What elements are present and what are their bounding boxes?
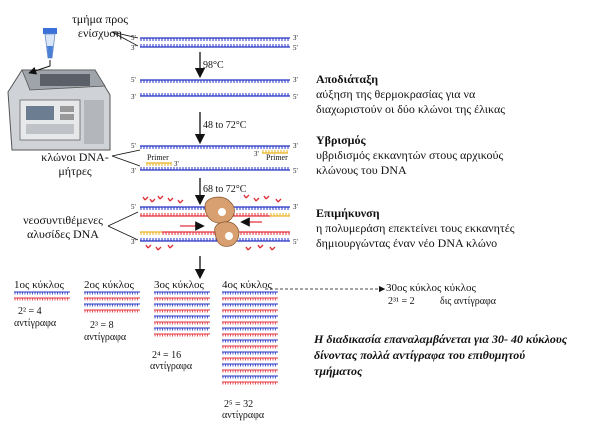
dna-strand-top [140,79,290,83]
cycle-3-copies-grid [154,291,210,337]
strand-end-label: 3' [254,150,259,158]
strand-end-label: 5' [293,238,298,246]
cycle-30-label: 30ος κύκλος κύκλος [386,282,476,294]
cycle-3-label: 3ος κύκλος [154,279,204,291]
cycle-1-formula: 2² = 4 [18,306,42,317]
summary-line-1: Η διαδικασία επαναλαμβάνεται για 30- 40 … [314,332,568,346]
primer-strand [270,213,290,217]
dna-strand-bottom [140,93,290,97]
strand-end-label: 5' [131,34,136,42]
strand-end-label: 3' [131,238,136,246]
cycle-1-label: 1ος κύκλος [14,279,64,291]
summary-line-3: τμήματος [314,364,363,378]
step-desc: η πολυμεράση επεκτείνει τους εκκανητές [316,221,515,235]
cycle-2-copies-grid [84,291,140,313]
strand-end-label: 3' [293,34,298,42]
cycle-4-copies: αντίγραφα [222,410,265,421]
strand-end-label: 5' [131,76,136,84]
primer-label: Primer [147,153,169,162]
summary-line-2: δίνοντας πολλά αντίγραφα του επιθυμητού [314,348,526,362]
strand-end-label: 3' [293,76,298,84]
dna-strand-bottom [140,44,290,48]
cycle-1-copies: αντίγραφα [14,318,57,329]
step-desc: δημιουργώντας έναν νέο DNA κλώνο [316,236,498,250]
new-dna-strand [140,213,270,217]
label-target-segment: τμήμα προς ενίσχυση [71,12,129,40]
strand-end-label: 3' [131,167,136,175]
step-desc: διαχωριστούν οι δύο κλώνοι της έλικας [316,102,506,116]
strand-end-label: 5' [293,93,298,101]
strand-end-label: 5' [131,142,136,150]
step-desc: υβριδισμός εκκανητών στους αρχικούς [316,148,504,162]
primer-strand [146,162,172,166]
label-new-strands: νεοσυντιθέμενες αλυσίδες DNA [23,213,103,241]
step-desc: κλώνους του DNA [316,163,407,177]
dna-strand-bottom [140,238,290,242]
strand-end-label: 5' [293,167,298,175]
primer-strand [262,150,288,154]
primer-strand [140,231,162,235]
extension-direction-arrows [180,217,262,231]
temp-label-1: 98°C [203,60,224,71]
step-title-denaturation: Αποδιάταξη [316,72,379,86]
strand-end-label: 3' [293,203,298,211]
test-tube-icon [43,28,57,59]
temp-label-2: 48 to 72°C [203,120,247,131]
step-title-extension: Επιμήκυνση [316,206,380,220]
label-parent-strands: κλώνοι DNA-μήτρες [41,150,109,178]
cycle-4-formula: 2⁵ = 32 [224,399,254,410]
dna-strand-top [140,145,290,149]
cycle-4-copies-grid [222,291,278,385]
cycle-2-formula: 2³ = 8 [90,320,114,331]
cycle-30-formula: 2³¹ = 2 [388,296,415,307]
dna-strand-top [140,37,290,41]
cycle-3-copies: αντίγραφα [150,361,193,372]
step-desc: αύξηση της θερμοκρασίας για να [316,87,476,101]
strand-end-label: 3' [174,160,179,168]
cycle-30-copies: δις αντίγραφα [440,296,496,307]
cycle-4-label: 4ος κύκλος [222,279,272,291]
temp-label-3: 68 to 72°C [203,184,247,195]
polymerase-enzyme-icon [214,221,240,247]
cycle-2-label: 2ος κύκλος [84,279,134,291]
dna-strand-bottom [140,167,290,171]
strand-end-label: 3' [131,93,136,101]
polymerase-enzyme-icon [204,196,235,224]
strand-end-label: 3' [131,44,136,52]
cycle-1-copies-grid [14,291,70,301]
free-nucleotides [142,194,282,251]
step-title-annealing: Υβρισμός [316,133,366,147]
strand-end-label: 5' [131,203,136,211]
thermocycler-icon [7,69,111,151]
cycle-3-formula: 2⁴ = 16 [152,350,182,361]
cycle-2-copies: αντίγραφα [84,332,127,343]
primer-label: Primer [266,153,288,162]
strand-end-label: 3' [293,142,298,150]
strand-end-label: 5' [293,44,298,52]
tube-arrow [28,60,51,75]
